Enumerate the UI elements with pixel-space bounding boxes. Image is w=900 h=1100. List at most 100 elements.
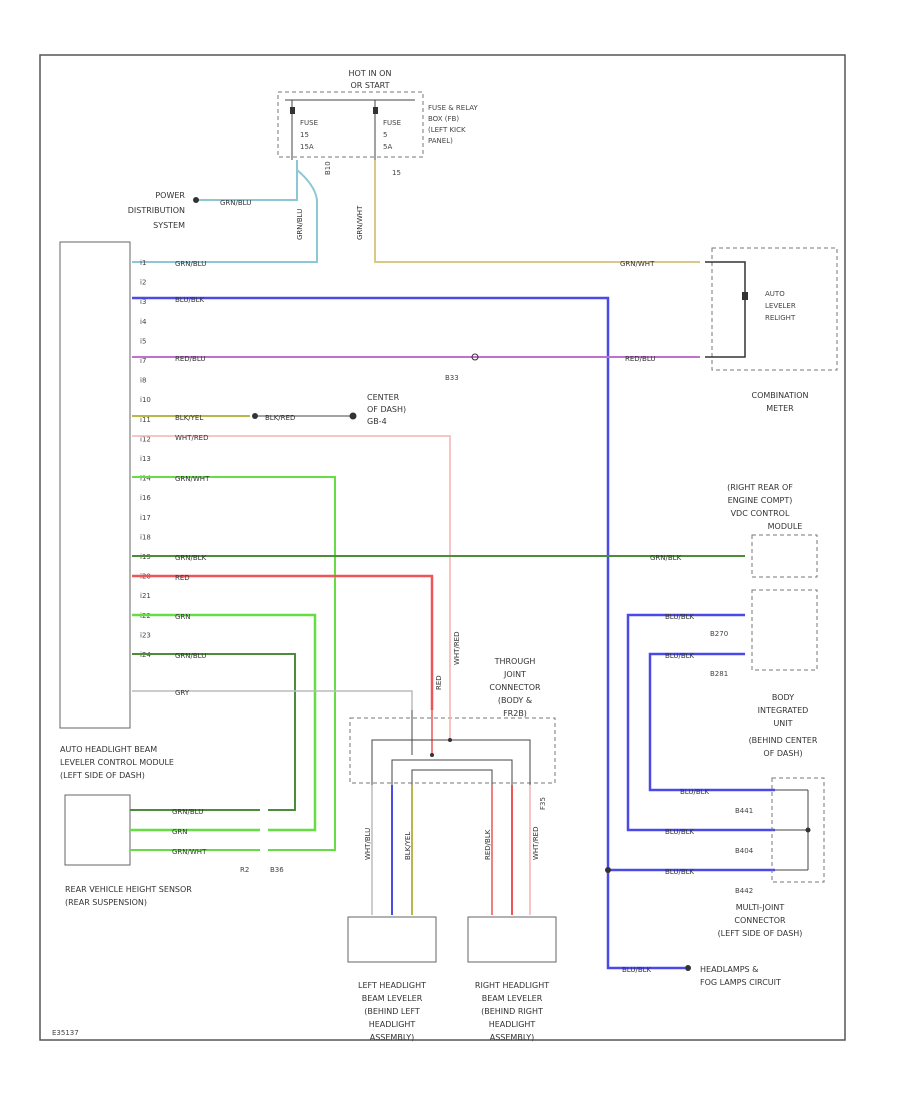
wire-label-sensor-grn-blu: GRN/BLU [172,808,203,816]
wire-blu-blk-biu-1 [626,613,775,832]
connector-b33: B33 [445,374,459,382]
wire-label-grn-blu-pd: GRN/BLU [220,199,251,207]
b33-connector-symbol [471,353,479,361]
wire-label-red: RED [175,574,190,582]
ground-junction [252,413,258,419]
module-pin-label: i3 [140,298,146,306]
center-dash-l3: GB-4 [367,417,387,426]
fuse-5-number: 5 [383,131,387,139]
wire-label-red-vert: RED [435,675,443,690]
headlamps-terminal [685,965,691,971]
module-pin-label: i5 [140,337,146,345]
connector-b270: B270 [710,630,728,638]
through-joint-outline [349,717,556,784]
wire-label-grn-wht-meter: GRN/WHT [620,260,655,268]
multi-joint-l3: (LEFT SIDE OF DASH) [718,929,803,938]
left-leveler-l3: (BEHIND LEFT [364,1007,420,1016]
module-pin-label: i10 [140,396,151,404]
left-leveler-l5: ASSEMBLY) [370,1033,414,1042]
fuse-pin-right: 15 [392,169,401,177]
connector-b281: B281 [710,670,728,678]
power-distribution-l1: POWER [155,191,185,200]
wire-label-blu-blk-biu1: BLU/BLK [665,613,695,621]
left-leveler-box [347,916,437,963]
splice-headlamps [605,867,611,873]
fuse-box-outline [277,91,424,158]
wire-label-wht-red: WHT/RED [175,434,209,442]
biu-l5: OF DASH) [763,749,802,758]
module-label-l1: AUTO HEADLIGHT BEAM [60,745,157,754]
right-leveler-l2: BEAM LEVELER [482,994,543,1003]
wire-label-grn-wht-sensor: GRN/WHT [175,475,210,483]
wire-label-grn-blu-sensor: GRN/BLU [175,652,206,660]
center-dash-l2: OF DASH) [367,405,406,414]
fuse-15-symbol [290,107,295,114]
connector-b36: B36 [270,866,284,874]
footer-code: E35137 [52,1029,79,1037]
biu-l1: BODY [772,693,794,702]
right-leveler-l3: (BEHIND RIGHT [481,1007,543,1016]
connector-f35: F35 [539,797,547,810]
mj-splice [805,827,811,833]
wire-label-blu-blk-bottom: BLU/BLK [622,966,652,974]
wire-label-sensor-grn-wht: GRN/WHT [172,848,207,856]
fuse-5-label: FUSE [383,119,401,127]
through-joint-l5: FR2B) [503,709,527,718]
module-pin-label: i14 [140,475,151,483]
wire-label-blk-yel: BLK/YEL [175,414,203,422]
through-joint-l4: (BODY & [498,696,532,705]
module-pin-label: i18 [140,533,151,541]
module-pin-label: i12 [140,435,151,443]
headlamps-l2: FOG LAMPS CIRCUIT [700,978,781,987]
headlamps-l1: HEADLAMPS & [700,965,758,974]
center-dash-l1: CENTER [367,393,400,402]
left-leveler-l4: HEADLIGHT [369,1020,416,1029]
connector-r2: R2 [240,866,249,874]
module-pin-label: i21 [140,592,151,600]
fuse-pin-left: B10 [324,161,332,175]
module-pin-label: i4 [140,318,147,326]
left-leveler-l1: LEFT HEADLIGHT [358,981,426,990]
wire-grn-wht-sensor [132,476,336,851]
wire-label-grn-blu-vert: GRN/BLU [296,209,304,240]
auto-leveler-l1: AUTO [765,290,785,298]
wire-label-wht-red-vert: WHT/RED [453,632,461,666]
wire-label-grn-blu-module: GRN/BLU [175,260,206,268]
wire-label-red-blu: RED/BLU [175,355,206,363]
leveler-control-module [59,241,131,729]
multi-joint-l1: MULTI-JOINT [736,903,785,912]
fuse-relay-box-l4: PANEL) [428,137,453,145]
left-leveler-l2: BEAM LEVELER [362,994,423,1003]
rear-sensor-l1: REAR VEHICLE HEIGHT SENSOR [65,885,192,894]
wire-label-wht-blu: WHT/BLU [364,828,372,860]
wire-label-blu-blk-m3: BLU/BLK [665,868,695,876]
multi-joint-outline [771,777,825,883]
fuse-5-symbol [373,107,378,114]
tj-splice-1 [430,753,434,757]
relight-symbol [742,292,748,300]
wire-label-grn-blk: GRN/BLK [175,554,207,562]
wire-label-grn-wht-vert: GRN/WHT [356,205,364,240]
through-joint-l3: CONNECTOR [489,683,541,692]
vdc-module-outline [751,534,818,578]
module-pin-label: i13 [140,455,151,463]
tj-bus-low [411,769,493,785]
wire-label-red-blk: RED/BLK [484,829,492,860]
vdc-l2: ENGINE COMPT) [728,496,793,505]
biu-l4: (BEHIND CENTER [749,736,818,745]
right-leveler-l1: RIGHT HEADLIGHT [475,981,549,990]
through-joint-l2: JOINT [503,670,526,679]
auto-leveler-l2: LEVELER [765,302,796,310]
auto-leveler-l3: RELIGHT [765,314,796,322]
module-pin-label: i16 [140,494,151,502]
fuse-15-amps: 15A [300,143,314,151]
tj-splice-2 [448,738,452,742]
wire-grn-blu-sensor [132,653,296,811]
wire-label-grn-blk-vdc: GRN/BLK [650,554,682,562]
vdc-l4: MODULE [768,522,803,531]
combination-meter-outline [711,247,838,371]
power-distribution-l2: DISTRIBUTION [128,206,185,215]
fuse-5-amps: 5A [383,143,392,151]
module-label-l3: (LEFT SIDE OF DASH) [60,771,145,780]
